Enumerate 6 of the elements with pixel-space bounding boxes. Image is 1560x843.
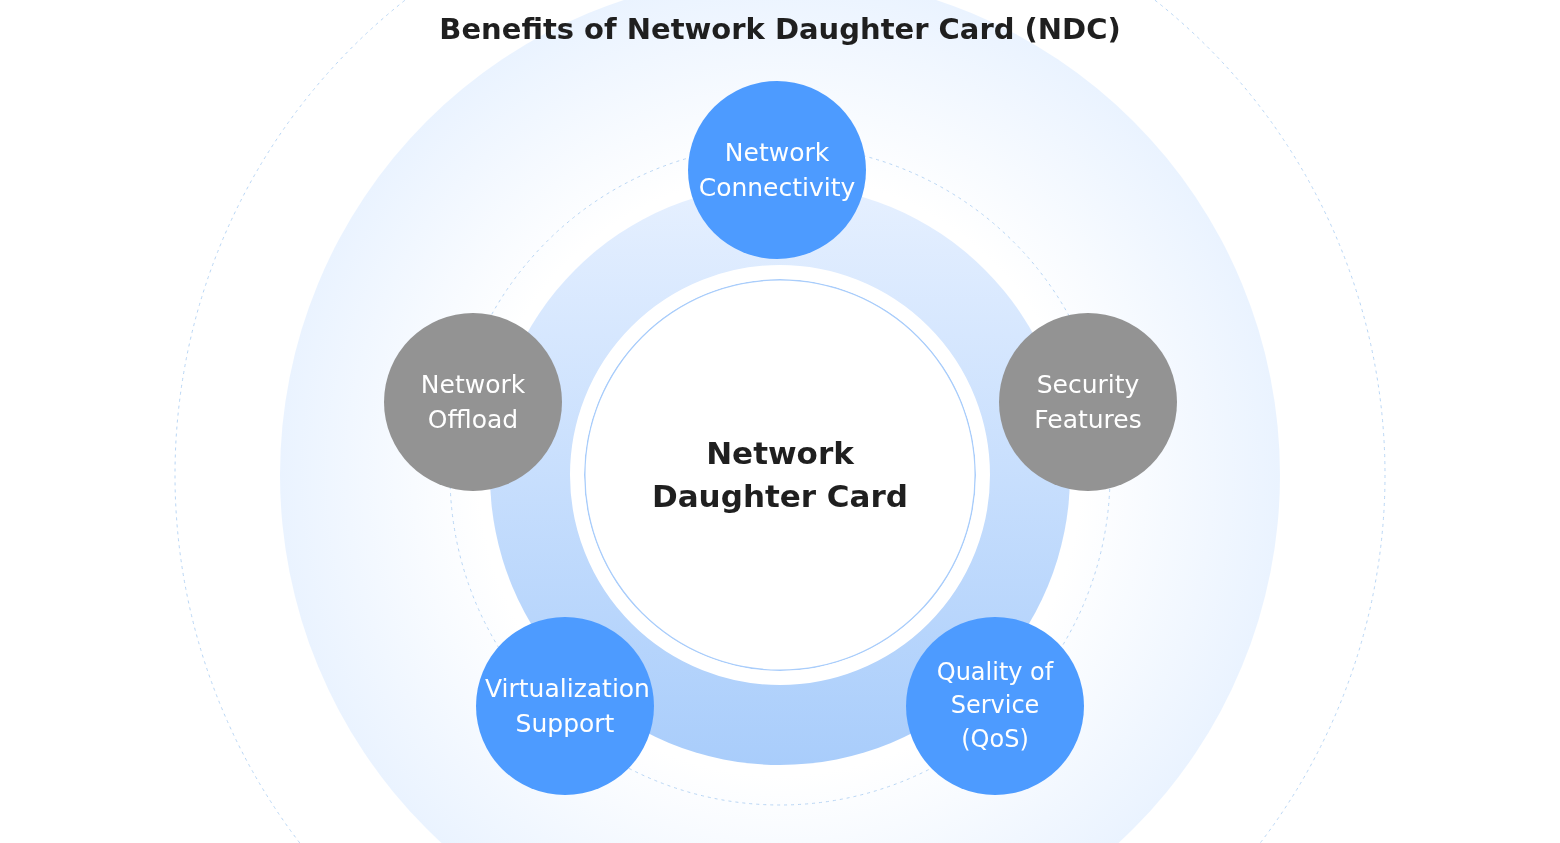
diagram-title: Benefits of Network Daughter Card (NDC) — [439, 12, 1121, 46]
benefit-label: Network Offload — [419, 369, 527, 436]
benefit-label: Quality of Service (QoS) — [935, 656, 1055, 755]
center-label: Network Daughter Card — [650, 433, 910, 516]
benefit-label: Security Features — [1033, 369, 1143, 436]
benefit-label: Network Connectivity — [697, 137, 857, 204]
